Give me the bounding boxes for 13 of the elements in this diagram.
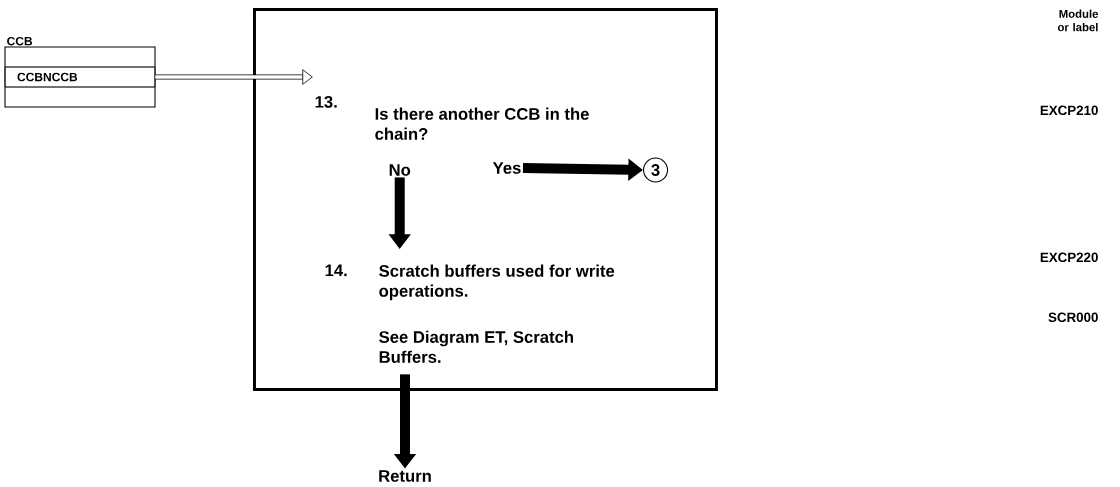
- module-name: EXCP220: [1040, 252, 1098, 263]
- branch-label: No: [389, 164, 411, 176]
- step-text: 14. Scratch buffers used for write operations. See Diagram ET, Scratch Buffers.: [325, 264, 615, 363]
- table-field: CCBNCCB: [4, 66, 156, 88]
- branch-label: Yes: [492, 162, 521, 174]
- module-name: SCR000: [1048, 312, 1098, 323]
- return-text: Return: [379, 470, 431, 482]
- module-name: EXCP210: [1040, 105, 1098, 116]
- column-heading: Module or label: [1057, 9, 1099, 32]
- arrow: [155, 69, 313, 85]
- step-text: 13. Is there another CCB in the chain?: [315, 96, 589, 140]
- process-box: [253, 8, 718, 391]
- table-heading: CCB: [7, 36, 33, 46]
